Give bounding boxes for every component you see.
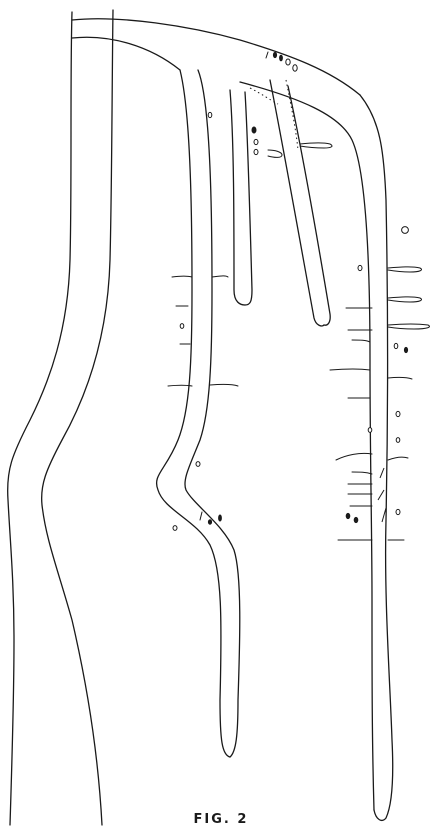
bud-a-2 (254, 139, 258, 144)
sprout-c-1 (172, 276, 192, 277)
bud-a-1 (252, 127, 256, 133)
right-vessel (240, 82, 393, 820)
sprout-top-dot-1 (273, 52, 276, 57)
sprout-c-7 (200, 512, 202, 520)
central-tube-left-wall (157, 70, 230, 757)
sprout-r-10 (336, 453, 372, 460)
finger-branch-1-right-wall (245, 92, 252, 305)
upper-branch-bottom-wall (72, 37, 180, 70)
sprout-c-2 (212, 276, 228, 277)
sprout-r-dot-4 (396, 411, 400, 416)
sprout-c-dot-4 (208, 520, 211, 524)
upper-branch (72, 19, 360, 95)
sprout-top-1 (266, 52, 268, 58)
sprout-r-13 (380, 468, 384, 478)
sprout-r-12 (352, 472, 372, 474)
upper-branch-top-wall (72, 19, 360, 95)
main-trunk (8, 10, 113, 825)
sprout-top-ring-2 (293, 65, 297, 71)
sprout-c-dot-1 (180, 324, 184, 329)
sprout-r-7 (330, 369, 370, 370)
bud-a-4 (268, 150, 282, 157)
central-tube-right-wall (185, 70, 240, 757)
main-trunk-left-wall (8, 12, 72, 825)
sprout-r-ring-1 (402, 227, 409, 234)
sprout-top-ring-3 (208, 112, 212, 117)
sprout-r-4 (388, 324, 429, 329)
sprout-r-dot-7 (346, 513, 350, 518)
sprout-r-1 (388, 267, 422, 272)
right-vessel-left-wall (240, 82, 374, 810)
finger-branch-2 (270, 80, 330, 326)
sprout-c-dot-3 (173, 526, 177, 531)
sprout-r-dot-2 (394, 343, 398, 348)
finger-branch-2-dotted-edge (286, 80, 298, 150)
sprout-r-16 (378, 490, 384, 500)
sprout-c-6 (210, 384, 238, 386)
bud-b-1 (300, 143, 332, 148)
sprout-c-5 (168, 385, 192, 386)
sprout-r-dot-6 (396, 438, 400, 443)
finger-branch-1-left-wall (230, 90, 245, 305)
sprout-c-dot-5 (219, 515, 222, 521)
main-trunk-right-wall (42, 10, 113, 825)
sprout-top-dot-2 (280, 55, 283, 61)
sprout-r-dot-8 (354, 517, 358, 522)
finger-branch-2-left-wall (270, 80, 324, 326)
sprout-r-11 (388, 457, 408, 460)
sprout-r-dot-9 (396, 509, 400, 514)
central-tube (157, 70, 240, 757)
sprout-r-dot-5 (368, 428, 372, 433)
sprout-r-8 (388, 377, 412, 379)
sprout-r-dot-1 (358, 265, 362, 270)
sprout-r-6 (352, 340, 370, 342)
sprout-top-ring-1 (286, 59, 290, 65)
bud-a-3 (254, 149, 258, 154)
sprout-r-dot-3 (404, 347, 407, 352)
finger-branch-1 (230, 90, 252, 305)
figure-caption: FIG. 2 (0, 812, 442, 827)
sprout-c-dot-2 (196, 462, 200, 467)
sprout-r-2 (388, 297, 422, 302)
